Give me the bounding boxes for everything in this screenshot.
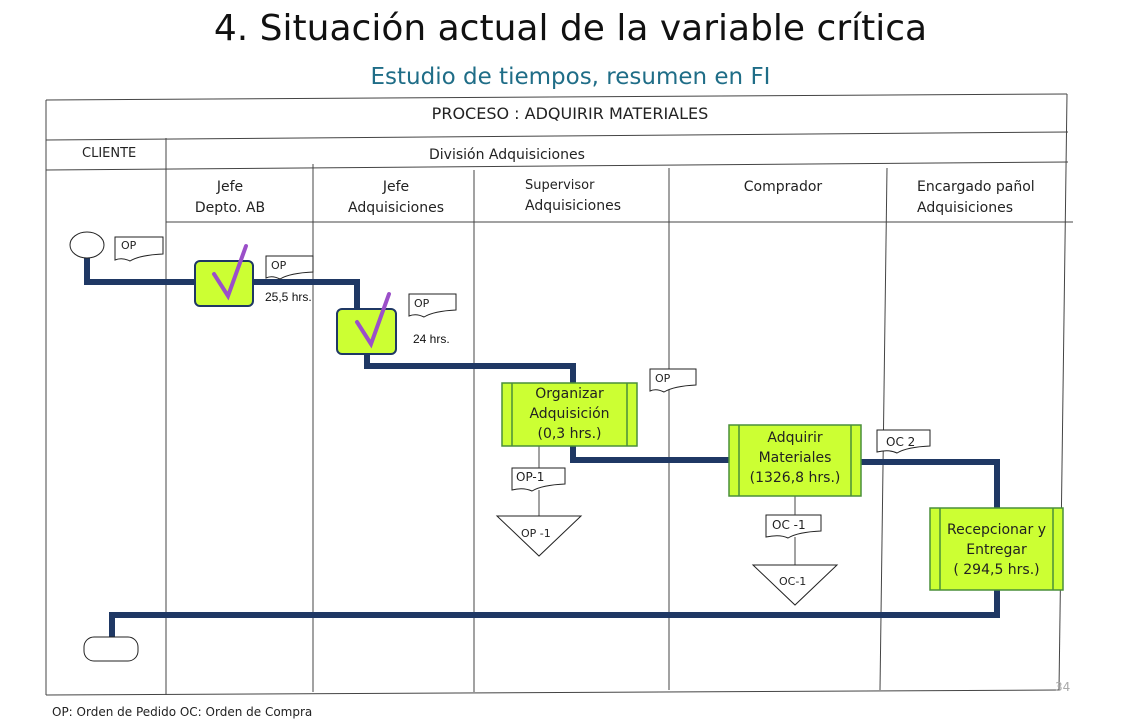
slide-subtitle: Estudio de tiempos, resumen en FI bbox=[370, 64, 771, 90]
flow-segment-return bbox=[109, 590, 1000, 640]
process-title: PROCESO : ADQUIRIR MATERIALES bbox=[431, 104, 709, 123]
activity-recepcionar-box bbox=[929, 507, 1064, 591]
doc-op-client bbox=[114, 236, 164, 262]
frame-header-line bbox=[45, 161, 1069, 171]
approval-jefe-adq bbox=[336, 292, 397, 355]
lane-jefe-depto-line1: Jefe bbox=[216, 179, 244, 195]
activity-organizar-line1: Organizar bbox=[535, 386, 604, 402]
activity-adquirir: Adquirir Materiales (1326,8 hrs.) bbox=[729, 428, 861, 488]
doc-op-jefe-adq-label: OP bbox=[414, 297, 430, 310]
frame-right-line bbox=[1058, 93, 1068, 691]
footnote: OP: Orden de Pedido OC: Orden de Compra bbox=[52, 705, 313, 719]
lane-supervisor-line1: Supervisor bbox=[525, 178, 595, 193]
lane-encargado: Encargado pañol Adquisiciones bbox=[917, 177, 1035, 219]
archive-op1-label: OP -1 bbox=[521, 527, 551, 540]
activity-organizar-line3: (0,3 hrs.) bbox=[537, 426, 602, 442]
frame-bottom-line bbox=[45, 689, 1060, 696]
doc-op-jefe-depto bbox=[265, 255, 314, 280]
doc-op1 bbox=[511, 467, 566, 492]
lane-encargado-line2: Adquisiciones bbox=[917, 200, 1013, 216]
lane-comprador: Comprador bbox=[718, 177, 848, 198]
doc-op-client-label: OP bbox=[121, 239, 137, 252]
division-label: División Adquisiciones bbox=[429, 147, 585, 163]
diagram-frame bbox=[45, 93, 1073, 696]
start-terminator bbox=[69, 231, 105, 259]
activity-recepcionar-line2: Entregar bbox=[966, 542, 1027, 558]
frame-top-line bbox=[45, 93, 1068, 101]
activity-organizar-line2: Adquisición bbox=[529, 406, 610, 422]
page-number: 34 bbox=[1055, 680, 1071, 694]
activity-recepcionar-line1: Recepcionar y bbox=[946, 522, 1046, 538]
activity-recepcionar-line3: ( 294,5 hrs.) bbox=[953, 562, 1040, 578]
lane-jefe-adq: Jefe Adquisiciones bbox=[326, 177, 466, 219]
activity-adquirir-box bbox=[728, 424, 862, 497]
doc-oc2 bbox=[876, 429, 931, 454]
flow-segment-4 bbox=[861, 459, 1000, 508]
lane-jefe-adq-line2: Adquisiciones bbox=[348, 200, 444, 216]
client-label: CLIENTE bbox=[82, 146, 137, 161]
doc-oc1-label: OC -1 bbox=[772, 518, 806, 532]
approval-jefe-depto bbox=[194, 244, 254, 307]
flow-line bbox=[84, 258, 1000, 640]
activity-organizar: Organizar Adquisición (0,3 hrs.) bbox=[502, 384, 637, 444]
lane-jefe-depto: Jefe Depto. AB bbox=[170, 177, 290, 219]
flow-segment-start bbox=[84, 258, 195, 285]
activity-recepcionar: Recepcionar y Entregar ( 294,5 hrs.) bbox=[930, 520, 1063, 580]
flow-segment-3 bbox=[570, 446, 729, 463]
lane-supervisor: Supervisor Adquisiciones bbox=[525, 175, 621, 217]
end-terminator bbox=[83, 636, 139, 662]
doc-op1-label: OP-1 bbox=[516, 470, 545, 484]
archive-oc1-label: OC-1 bbox=[779, 575, 807, 588]
doc-oc2-label: OC 2 bbox=[886, 435, 916, 449]
activity-organizar-box bbox=[501, 382, 638, 447]
documents bbox=[114, 236, 931, 539]
slide-title: 4. Situación actual de la variable críti… bbox=[213, 8, 928, 49]
activity-adquirir-line3: (1326,8 hrs.) bbox=[749, 470, 841, 486]
doc-op-supervisor bbox=[649, 368, 697, 393]
lane-jefe-depto-line2: Depto. AB bbox=[194, 200, 266, 216]
flow-segment-2 bbox=[364, 352, 576, 384]
frame-process-line bbox=[45, 131, 1069, 141]
lane-divider-4 bbox=[879, 167, 888, 691]
archive-op1 bbox=[495, 515, 583, 557]
archive-oc1 bbox=[751, 564, 839, 606]
archive-connectors bbox=[538, 446, 796, 565]
lane-supervisor-line2: Adquisiciones bbox=[525, 198, 621, 214]
time-jefe-adq: 24 hrs. bbox=[413, 332, 450, 346]
check-icon bbox=[355, 292, 391, 349]
check-icon bbox=[212, 244, 248, 301]
activity-adquirir-line2: Materiales bbox=[758, 450, 832, 466]
activity-adquirir-line1: Adquirir bbox=[767, 430, 823, 446]
lane-comprador-line1: Comprador bbox=[743, 179, 823, 195]
lane-jefe-adq-line1: Jefe bbox=[382, 179, 410, 195]
doc-op-jefe-adq bbox=[408, 293, 457, 318]
doc-op-jefe-depto-label: OP bbox=[271, 259, 287, 272]
time-jefe-depto: 25,5 hrs. bbox=[265, 290, 312, 304]
flow-segment-1 bbox=[253, 279, 360, 312]
doc-oc1 bbox=[765, 514, 822, 539]
doc-op-supervisor-label: OP bbox=[655, 372, 671, 385]
lane-encargado-line1: Encargado pañol bbox=[917, 179, 1035, 195]
